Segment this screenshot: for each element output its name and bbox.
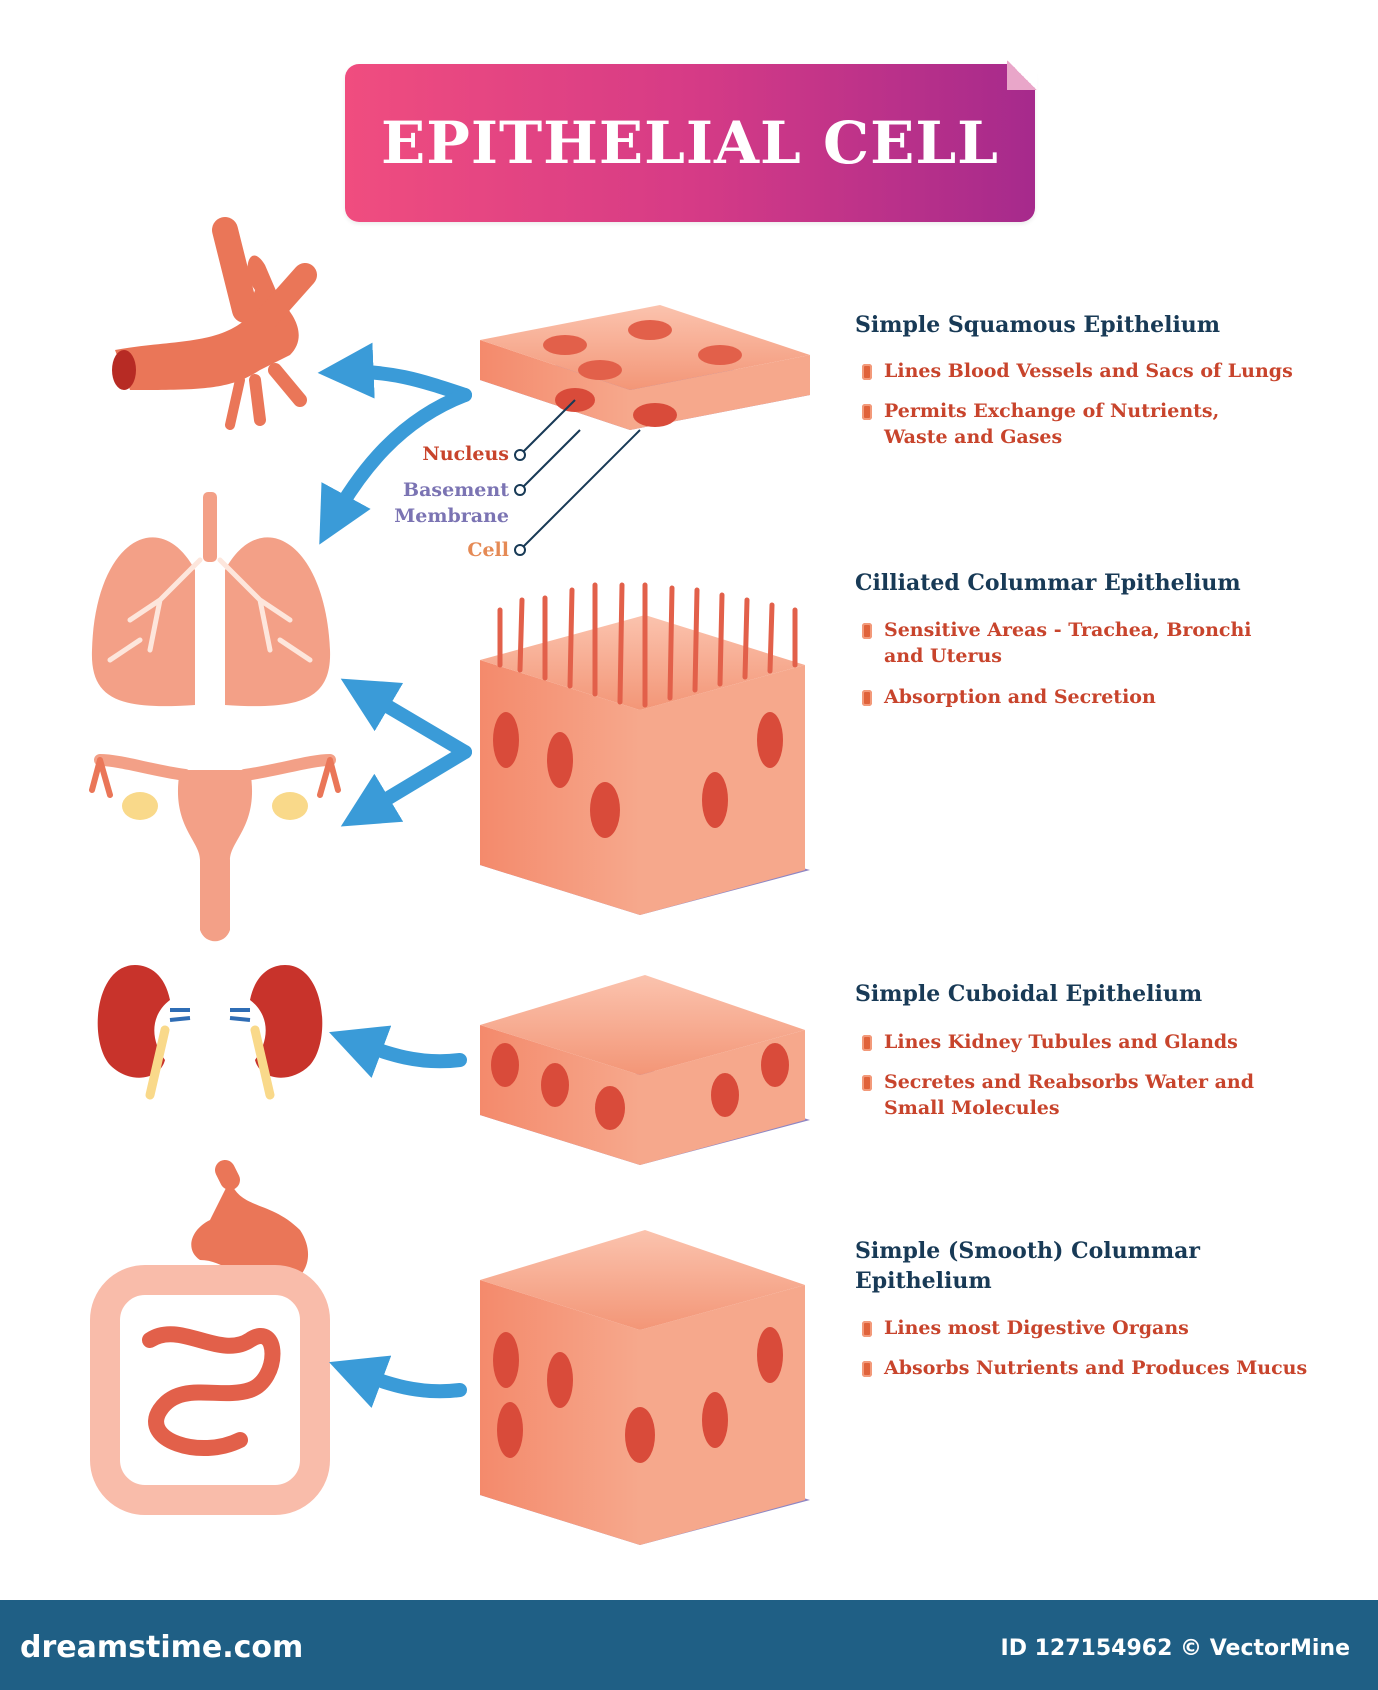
footer-bar: dreamstime.com ID 127154962 © VectorMine: [0, 1600, 1378, 1690]
bullet-item: Sensitive Areas - Trachea, Bronchi and U…: [858, 617, 1274, 669]
bullet-item: Lines Kidney Tubules and Glands: [858, 1029, 1324, 1055]
bullet-icon: [862, 1321, 872, 1337]
blood-vessel-icon: [112, 217, 317, 430]
title-banner: EPITHELIAL CELL: [345, 60, 1037, 222]
section-title-smooth-columnar: Simple (Smooth) Colummar Epithelium: [855, 1238, 1201, 1294]
bullet-item: Lines most Digestive Organs: [858, 1315, 1324, 1341]
section-title-ciliated: Cilliated Colummar Epithelium: [855, 570, 1241, 596]
cuboidal-tissue-illustration: [480, 975, 810, 1165]
bullet-icon: [862, 1035, 872, 1051]
bullet-item: Absorbs Nutrients and Produces Mucus: [858, 1355, 1364, 1381]
bullet-icon: [862, 364, 872, 380]
section-title-squamous: Simple Squamous Epithelium: [855, 312, 1221, 338]
cell-label: Cell: [467, 539, 509, 561]
digestive-organs-icon: [90, 1160, 330, 1515]
section-title-cuboidal: Simple Cuboidal Epithelium: [855, 981, 1203, 1007]
bullet-icon: [862, 623, 872, 639]
arrows: [317, 342, 472, 1409]
uterus-icon: [89, 754, 341, 942]
bullet-item: Permits Exchange of Nutrients, Waste and…: [858, 398, 1264, 450]
bullet-item: Absorption and Secretion: [858, 684, 1324, 710]
footer-site-link[interactable]: dreamstime.com: [20, 1630, 304, 1665]
bullet-icon: [862, 404, 872, 420]
smooth-columnar-tissue-illustration: [480, 1230, 810, 1545]
page-title: EPITHELIAL CELL: [381, 109, 999, 177]
squamous-tissue-illustration: [480, 305, 810, 556]
bullet-item: Lines Blood Vessels and Sacs of Lungs: [858, 358, 1324, 384]
nucleus-label: Nucleus: [422, 443, 509, 465]
bullet-icon: [862, 1361, 872, 1377]
ciliated-columnar-tissue-illustration: [480, 582, 810, 915]
basement-membrane-label: Basement Membrane: [394, 479, 509, 527]
bullet-item: Secretes and Reabsorbs Water and Small M…: [858, 1069, 1274, 1121]
bullet-icon: [862, 690, 872, 706]
footer-credit: ID 127154962 © VectorMine: [1000, 1636, 1350, 1661]
lungs-icon: [91, 492, 331, 707]
banner-fold: [1007, 60, 1037, 90]
kidneys-icon: [97, 965, 323, 1100]
bullet-icon: [862, 1075, 872, 1091]
